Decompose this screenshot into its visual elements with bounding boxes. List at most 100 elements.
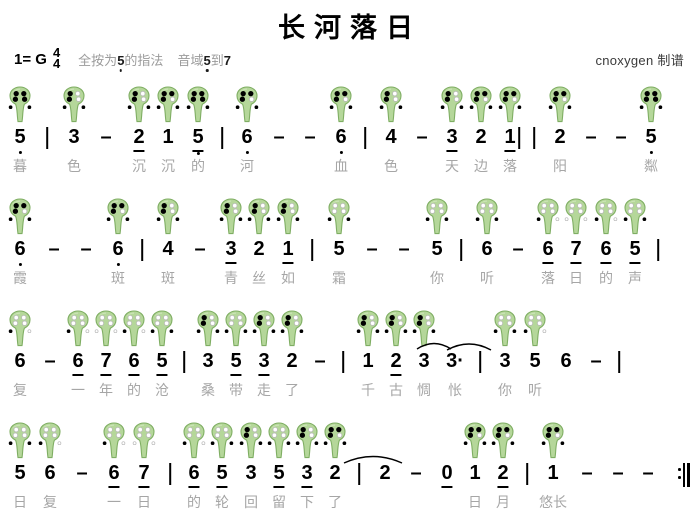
note-number: 5: [629, 238, 641, 264]
ocarina-fingering-glyph: [252, 310, 276, 347]
ocarina-fingering: [7, 310, 33, 348]
note-number: 2: [329, 462, 341, 484]
ocarina-fingering: [65, 310, 91, 348]
lyric-syllable: 千: [361, 384, 375, 399]
note-number: 6: [112, 238, 124, 260]
fingering-row: [0, 86, 700, 126]
note-number: 6: [14, 238, 26, 260]
lyric-syllable: 边: [474, 160, 488, 175]
ocarina-fingering-glyph: [498, 86, 522, 123]
lyric-syllable: 的: [599, 272, 613, 287]
note-number: 1: [282, 238, 294, 264]
note-number: 1: [504, 126, 516, 152]
ocarina-fingering-glyph: [327, 198, 351, 235]
ocarina-fingering: [547, 86, 573, 124]
note-sustain-dash: –: [100, 126, 112, 148]
note-sustain-dash: –: [366, 238, 378, 260]
range-high-note: 7: [223, 52, 231, 68]
page-title: 长河落日: [278, 13, 422, 43]
ocarina-fingering-glyph: [379, 86, 403, 123]
key-signature: 1= G: [14, 50, 47, 68]
ocarina-fingering: [155, 86, 181, 124]
ocarina-fingering: [155, 198, 181, 236]
ocarina-fingering-glyph: [541, 422, 565, 459]
ocarina-fingering: [121, 310, 147, 348]
lyric-syllable: 落: [503, 160, 517, 175]
note-number: 2: [379, 462, 391, 484]
fingering-row: [0, 422, 700, 462]
barline: [311, 239, 313, 261]
ocarina-fingering-glyph: [156, 198, 180, 235]
note-number: 6: [335, 126, 347, 148]
ocarina-fingering-glyph: [8, 86, 32, 123]
ocarina-fingering: [218, 198, 244, 236]
lyric-syllable: 回: [244, 496, 258, 511]
ocarina-fingering: [126, 86, 152, 124]
note-number: 5: [192, 126, 204, 152]
ocarina-fingering: [209, 422, 235, 460]
note-number: 1: [362, 350, 374, 372]
note-number: 6: [14, 350, 26, 372]
ocarina-fingering: [234, 86, 260, 124]
ocarina-fingering-glyph: [224, 310, 248, 347]
note-number: 6: [481, 238, 493, 260]
lyric-syllable: 天: [445, 160, 459, 175]
note-sustain-dash: –: [304, 126, 316, 148]
lyric-syllable: 走: [257, 384, 271, 399]
note-sustain-dash: –: [273, 126, 285, 148]
note-sustain-dash: –: [512, 238, 524, 260]
ocarina-fingering-glyph: [276, 198, 300, 235]
ocarina-fingering: [622, 198, 648, 236]
note-sustain-dash: –: [48, 238, 60, 260]
ocarina-fingering-glyph: [548, 86, 572, 123]
ocarina-fingering-glyph: [66, 310, 90, 347]
ocarina-fingering-glyph: [475, 198, 499, 235]
note-sustain-dash: –: [612, 462, 624, 484]
lyric-syllable: 霞: [13, 272, 27, 287]
ocarina-fingering-glyph: [235, 86, 259, 123]
ocarina-fingering: [540, 422, 566, 460]
ocarina-fingering-glyph: [639, 86, 663, 123]
ocarina-fingering-glyph: [523, 310, 547, 347]
lyric-syllable: 日: [569, 272, 583, 287]
ocarina-fingering-glyph: [38, 422, 62, 459]
lyric-syllable: 一: [71, 384, 85, 399]
note-number: 6: [128, 350, 140, 376]
lyric-syllable: 桑: [201, 384, 215, 399]
lyric-syllable: 的: [187, 496, 201, 511]
note-number: 6: [600, 238, 612, 264]
ocarina-fingering-glyph: [106, 198, 130, 235]
note-sustain-dash: –: [416, 126, 428, 148]
tie-arc: [343, 455, 403, 464]
tie-arc: [416, 342, 452, 350]
lyric-syllable: 沧: [155, 384, 169, 399]
barline: [364, 127, 366, 149]
note-number: 5: [431, 238, 443, 260]
note-number: 6: [241, 126, 253, 148]
note-number: 0: [441, 462, 453, 488]
ocarina-fingering-glyph: [156, 86, 180, 123]
ocarina-fingering: [378, 86, 404, 124]
lyric-syllable: 粼: [644, 160, 658, 175]
lyric-syllable: 声: [628, 272, 642, 287]
note-number: 3: [301, 462, 313, 488]
lyric-syllable: 悠长: [539, 496, 567, 511]
lyric-row: 暮色沉沉的河血色天边落阳粼: [0, 156, 700, 178]
lyric-syllable: 留: [272, 496, 286, 511]
lyric-syllable: 你: [430, 272, 444, 287]
barline: [618, 351, 620, 373]
ocarina-fingering: [468, 86, 494, 124]
ocarina-fingering-glyph: [356, 310, 380, 347]
note-number: 5: [14, 126, 26, 148]
note-sustain-dash: –: [194, 238, 206, 260]
note-number: 6: [188, 462, 200, 488]
ocarina-fingering-glyph: [8, 310, 32, 347]
ocarina-fingering-glyph: [463, 422, 487, 459]
ocarina-fingering-glyph: [62, 86, 86, 123]
ocarina-fingering: [105, 198, 131, 236]
note-number: 6: [542, 238, 554, 264]
